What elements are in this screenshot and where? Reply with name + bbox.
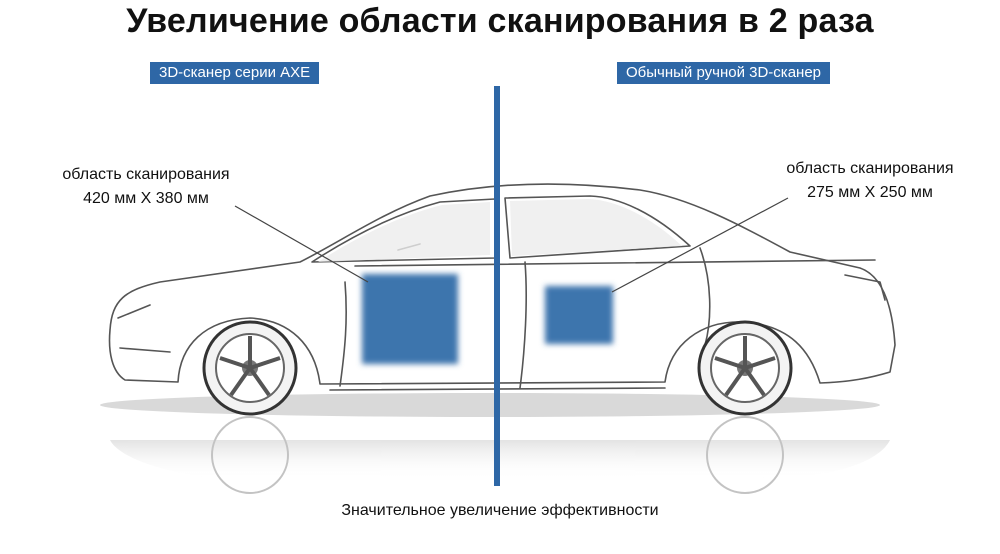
efficiency-caption: Значительное увеличение эффективности xyxy=(341,502,659,519)
callout-size: 420 мм X 380 мм xyxy=(83,190,209,207)
ground-shadow xyxy=(100,393,880,417)
comparison-divider xyxy=(494,86,500,486)
axe-scan-area-callout: область сканирования 420 мм X 380 мм xyxy=(28,163,264,211)
front-wheel xyxy=(202,320,298,416)
callout-label: область сканирования xyxy=(62,166,230,183)
left-leader-line xyxy=(234,205,369,283)
handheld-scan-area-callout: область сканирования 275 мм X 250 мм xyxy=(768,157,972,205)
large-scan-area xyxy=(362,274,458,364)
callout-label: область сканирования xyxy=(786,160,954,177)
small-scan-area xyxy=(545,286,613,344)
rear-wheel xyxy=(697,320,793,416)
handheld-scanner-badge: Обычный ручной 3D-сканер xyxy=(617,62,830,84)
axe-scanner-badge: 3D-сканер серии AXE xyxy=(150,62,320,84)
callout-size: 275 мм X 250 мм xyxy=(807,184,933,201)
page-title: Увеличение области сканирования в 2 раза xyxy=(126,2,874,40)
right-leader-line xyxy=(611,197,789,293)
